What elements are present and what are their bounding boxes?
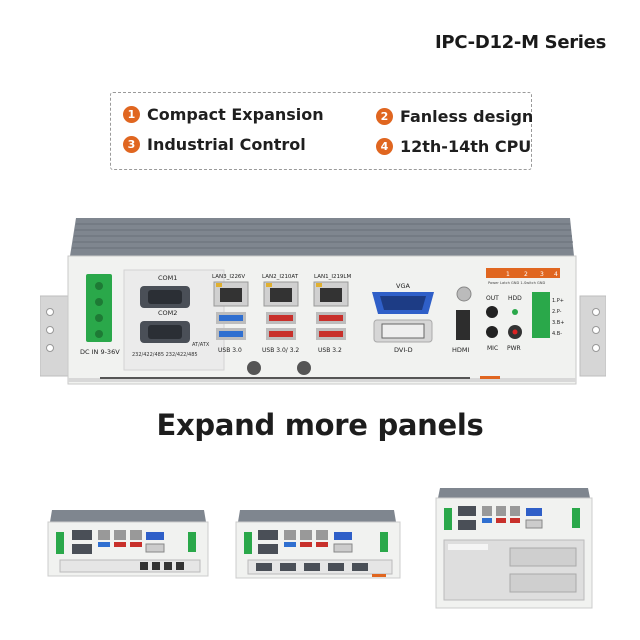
feature-item: 3 Industrial Control [123,135,306,154]
usb32-label: USB 3.2 [318,347,342,354]
com2-label: COM2 [158,309,177,317]
hdmi-label: HDMI [452,346,470,354]
right-mounting-bracket [579,295,606,377]
feature-label: Fanless design [400,107,534,126]
mic-jack [486,326,498,338]
feature-number-badge: 4 [376,138,393,155]
feature-number-badge: 3 [123,136,140,153]
lan3-label: LAN3_I226V [212,274,245,280]
lan2-label: LAN2_I210AT [262,274,299,280]
usb30-label: USB 3.0 [218,347,242,354]
hdd-led-icon [512,309,518,315]
audio-out-jack [486,306,498,318]
feature-label: 12th-14th CPU [400,137,532,156]
com-mode-label: 232/422/485 232/422/485 [132,352,198,358]
headline: Expand more panels [156,408,484,442]
lan1-port [313,281,349,307]
hdd-label: HDD [508,295,522,302]
terminal-header-num: 2 [524,271,528,278]
feature-item: 2 Fanless design [376,107,533,126]
terminal-pin-label: 4.B- [552,331,562,337]
hdmi-port [456,310,470,340]
feature-label: Compact Expansion [147,105,324,124]
terminal-header-bar [486,268,560,278]
vga-label: VGA [396,282,410,290]
usb-red-ports-2 [266,312,296,340]
at-atx-label: AT/ATX [192,342,210,348]
usb-blue-ports [216,312,246,340]
audio-out-label: OUT [486,295,499,302]
com1-label: COM1 [158,274,177,282]
lan3-port [213,281,249,307]
pwr-label: PWR [507,345,521,352]
terminal-header-num: 4 [554,271,558,278]
lan1-label: LAN1_I219LM [314,274,352,280]
expansion-variants-image [47,488,593,609]
dvi-label: DVI-D [394,346,413,354]
usb30-32-label: USB 3.0/ 3.2 [262,347,299,354]
ground-screw-icon [456,286,472,302]
terminal-pin-label: 3.B+ [552,320,564,326]
antenna-mount-icon [297,361,311,375]
variant-device-3 [435,488,593,609]
io-terminal-block [532,292,550,338]
usb-red-ports-1 [316,312,346,340]
antenna-mount-icon [247,361,261,375]
lan2-port [263,281,299,307]
feature-number-badge: 2 [376,108,393,125]
mic-label: MIC [487,345,498,352]
variant-device-1 [47,510,209,577]
series-title: IPC-D12-M Series [435,32,606,53]
dc-power-terminal [86,274,112,342]
terminal-pin-label: 1.P+ [552,298,564,304]
feature-item: 4 12th-14th CPU [376,137,531,156]
terminal-pin-label: 2.P- [552,309,562,315]
feature-box: 1 Compact Expansion 2 Fanless design 3 I… [110,92,533,170]
terminal-header-num: 1 [506,271,510,278]
feature-label: Industrial Control [147,135,306,154]
feature-item: 1 Compact Expansion [123,105,324,124]
feature-number-badge: 1 [123,106,140,123]
terminal-header-num: 3 [540,271,544,278]
device-front-panel-image: DC IN 9-36V COM1 COM2 232/422/485 232/42… [40,218,606,385]
heatsink-fins [70,218,574,256]
dc-in-label: DC IN 9-36V [80,348,120,356]
variant-device-2 [235,510,401,579]
terminal-sub-label: Power Latch GND 1-Switch GND [488,281,545,285]
left-mounting-bracket [40,295,69,377]
